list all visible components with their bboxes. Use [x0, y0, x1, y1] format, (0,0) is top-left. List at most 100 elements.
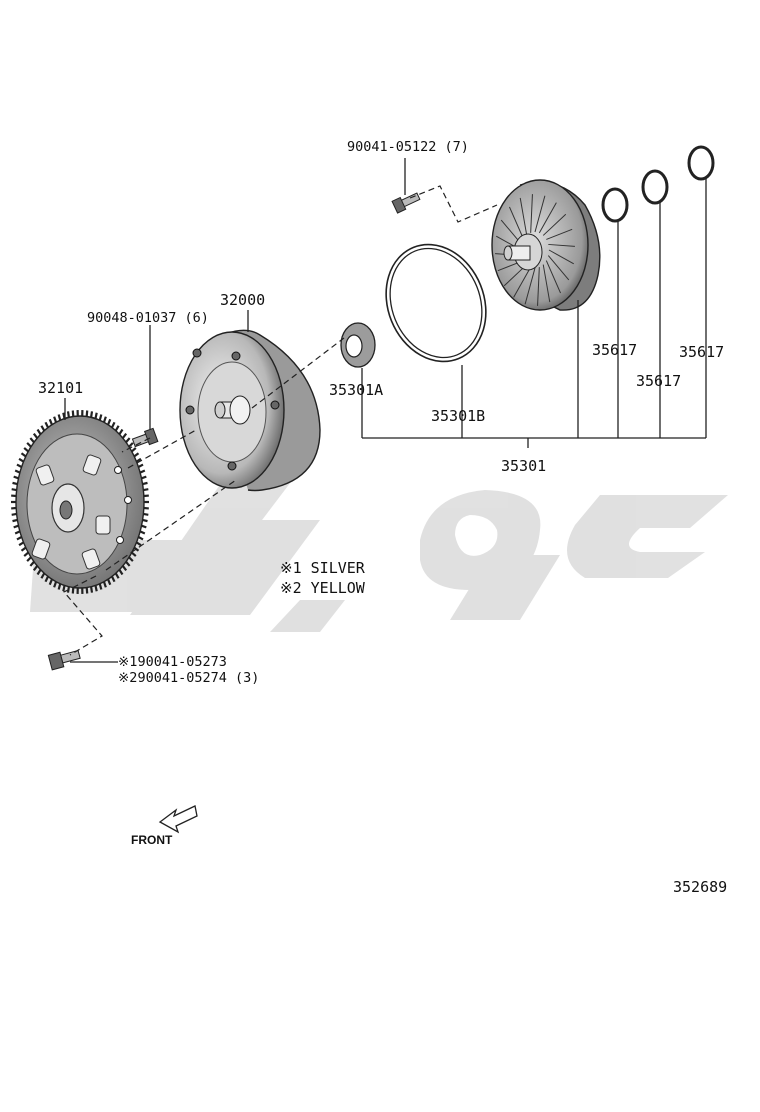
ring-gear-tooth — [143, 488, 149, 492]
ring-gear-tooth — [90, 586, 94, 593]
torque-converter-lug — [270, 400, 280, 410]
ring-gear-tooth — [118, 428, 124, 435]
pump-vane — [509, 206, 525, 240]
pump-vane — [542, 213, 567, 236]
ring-gear-tooth — [107, 578, 112, 586]
ring-gear-tooth — [57, 583, 62, 590]
ring-gear-tooth — [36, 428, 42, 435]
ring-gear-tooth — [36, 569, 42, 576]
ring-gear-tooth — [121, 432, 128, 439]
diagram-id: 352689 — [673, 878, 727, 896]
label-flywheel-bolt-1: ※190041-05273 — [118, 654, 227, 670]
ring-gear-tooth — [142, 518, 148, 523]
pump-vane — [519, 197, 528, 236]
ring-gear-tooth — [85, 587, 89, 594]
pump-vane — [538, 202, 557, 234]
drive-plate-slot — [35, 464, 55, 486]
seal-ring-a — [601, 187, 629, 223]
ring-gear-tooth — [57, 414, 62, 421]
label-torque-converter: 32000 — [220, 291, 265, 309]
watermark-shape-2 — [130, 470, 300, 615]
ring-gear-tooth — [20, 546, 27, 552]
pump-vane — [542, 264, 551, 303]
alignment-line — [121, 437, 151, 453]
seal-ring-c — [687, 145, 715, 181]
drive-plate-slot — [31, 538, 51, 560]
ring-gear-tooth — [111, 421, 116, 428]
ring-gear-tooth — [143, 512, 149, 516]
ring-gear-tooth — [90, 411, 94, 418]
label-seal-ring-c: 35617 — [679, 343, 724, 361]
label-o-ring: 35301B — [431, 407, 485, 425]
label-oil-seal: 35301A — [329, 381, 383, 399]
alignment-lines — [63, 185, 498, 656]
torque-converter-shaft-end — [214, 401, 226, 419]
ring-gear-tooth — [114, 572, 120, 579]
ring-gear-tooth — [53, 416, 58, 423]
front-arrow-shape — [158, 805, 198, 834]
oil-seal — [340, 322, 376, 368]
ring-gear-tooth — [131, 551, 137, 557]
pump-vane — [513, 266, 532, 298]
converter-bolt — [131, 427, 159, 448]
oil-pump-shaft-end — [503, 245, 513, 261]
leader-lines — [64, 158, 707, 663]
ring-gear-tooth — [48, 418, 53, 426]
ring-gear-tooth — [44, 421, 49, 428]
ring-gear-tooth — [12, 481, 18, 486]
ring-gear-tooth — [128, 442, 134, 448]
ring-gear-tooth — [107, 418, 112, 426]
ring-gear-tooth — [62, 412, 66, 419]
ring-gear-tooth — [29, 437, 35, 443]
seal-rings — [601, 145, 715, 223]
ring-gear-tooth — [26, 556, 32, 562]
ring-gear-tooth — [62, 585, 66, 592]
drive-plate-bolt-hole — [116, 536, 124, 544]
ring-gear-tooth — [98, 583, 103, 590]
pump-vane — [546, 228, 573, 240]
ring-gear-tooth — [94, 412, 98, 419]
label-seal-ring-b: 35617 — [636, 372, 681, 390]
seal-ring-b — [641, 169, 669, 205]
watermark-shape-7 — [567, 495, 728, 578]
watermark-logo — [30, 470, 728, 632]
torque-converter-lug — [231, 351, 241, 361]
torque-converter-lug — [227, 461, 237, 471]
pump-vane — [530, 194, 533, 233]
ring-gear-tooth — [40, 572, 46, 579]
ring-gear-tooth — [125, 437, 131, 443]
front-arrow-icon — [158, 805, 198, 834]
torque-converter-hub — [229, 395, 251, 425]
label-note-2: ※2 YELLOW — [280, 579, 366, 597]
ring-gear-tooth — [29, 561, 35, 567]
ring-gear-tooth — [125, 561, 131, 567]
ring-gear-tooth — [32, 565, 39, 572]
label-pump-assembly: 35301 — [501, 457, 546, 475]
watermark-shape-3 — [185, 520, 320, 615]
ring-gear-tooth — [131, 447, 137, 453]
label-note-1: ※1 SILVER — [280, 559, 366, 577]
ring-gear-tooth — [71, 587, 75, 594]
alignment-line — [127, 429, 197, 469]
ring-gear-tooth — [102, 416, 107, 423]
ring-gear-tooth — [118, 569, 124, 576]
ring-gear-tooth — [32, 432, 39, 439]
drive-plate-slot — [81, 548, 101, 570]
ring-gear-tooth — [128, 556, 134, 562]
label-front: FRONT — [131, 833, 173, 847]
ring-gear-tooth — [20, 452, 27, 458]
ring-gear-tooth — [114, 425, 120, 432]
alignment-line — [63, 575, 103, 656]
converter-bolt-head — [143, 427, 159, 446]
ring-gear-tooth — [71, 410, 75, 417]
ring-gear-tooth — [23, 551, 29, 557]
label-drive-plate: 32101 — [38, 379, 83, 397]
ring-gear-tooth — [12, 518, 18, 523]
pump-vane — [534, 195, 546, 233]
drive-plate-bolt-hole — [114, 466, 122, 474]
ring-gear-tooth — [40, 425, 46, 432]
label-pump-bolt: 90041-05122 (7) — [347, 139, 469, 155]
drive-plate-center — [59, 500, 73, 520]
